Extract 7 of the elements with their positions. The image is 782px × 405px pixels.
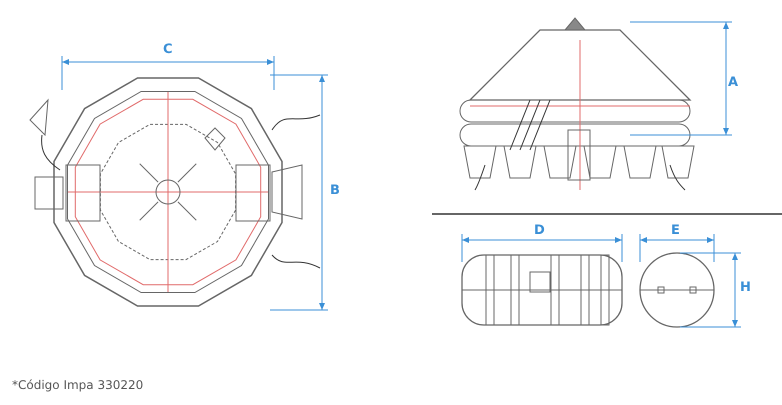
dimension-label: E	[671, 224, 680, 238]
dimension-label: A	[728, 76, 738, 90]
footnote: *Código Impa 330220	[12, 378, 144, 392]
dimension-label: C	[163, 43, 173, 57]
dimension-label: H	[740, 281, 751, 295]
dimension-label: B	[330, 184, 340, 198]
dimension-label: D	[534, 224, 545, 238]
